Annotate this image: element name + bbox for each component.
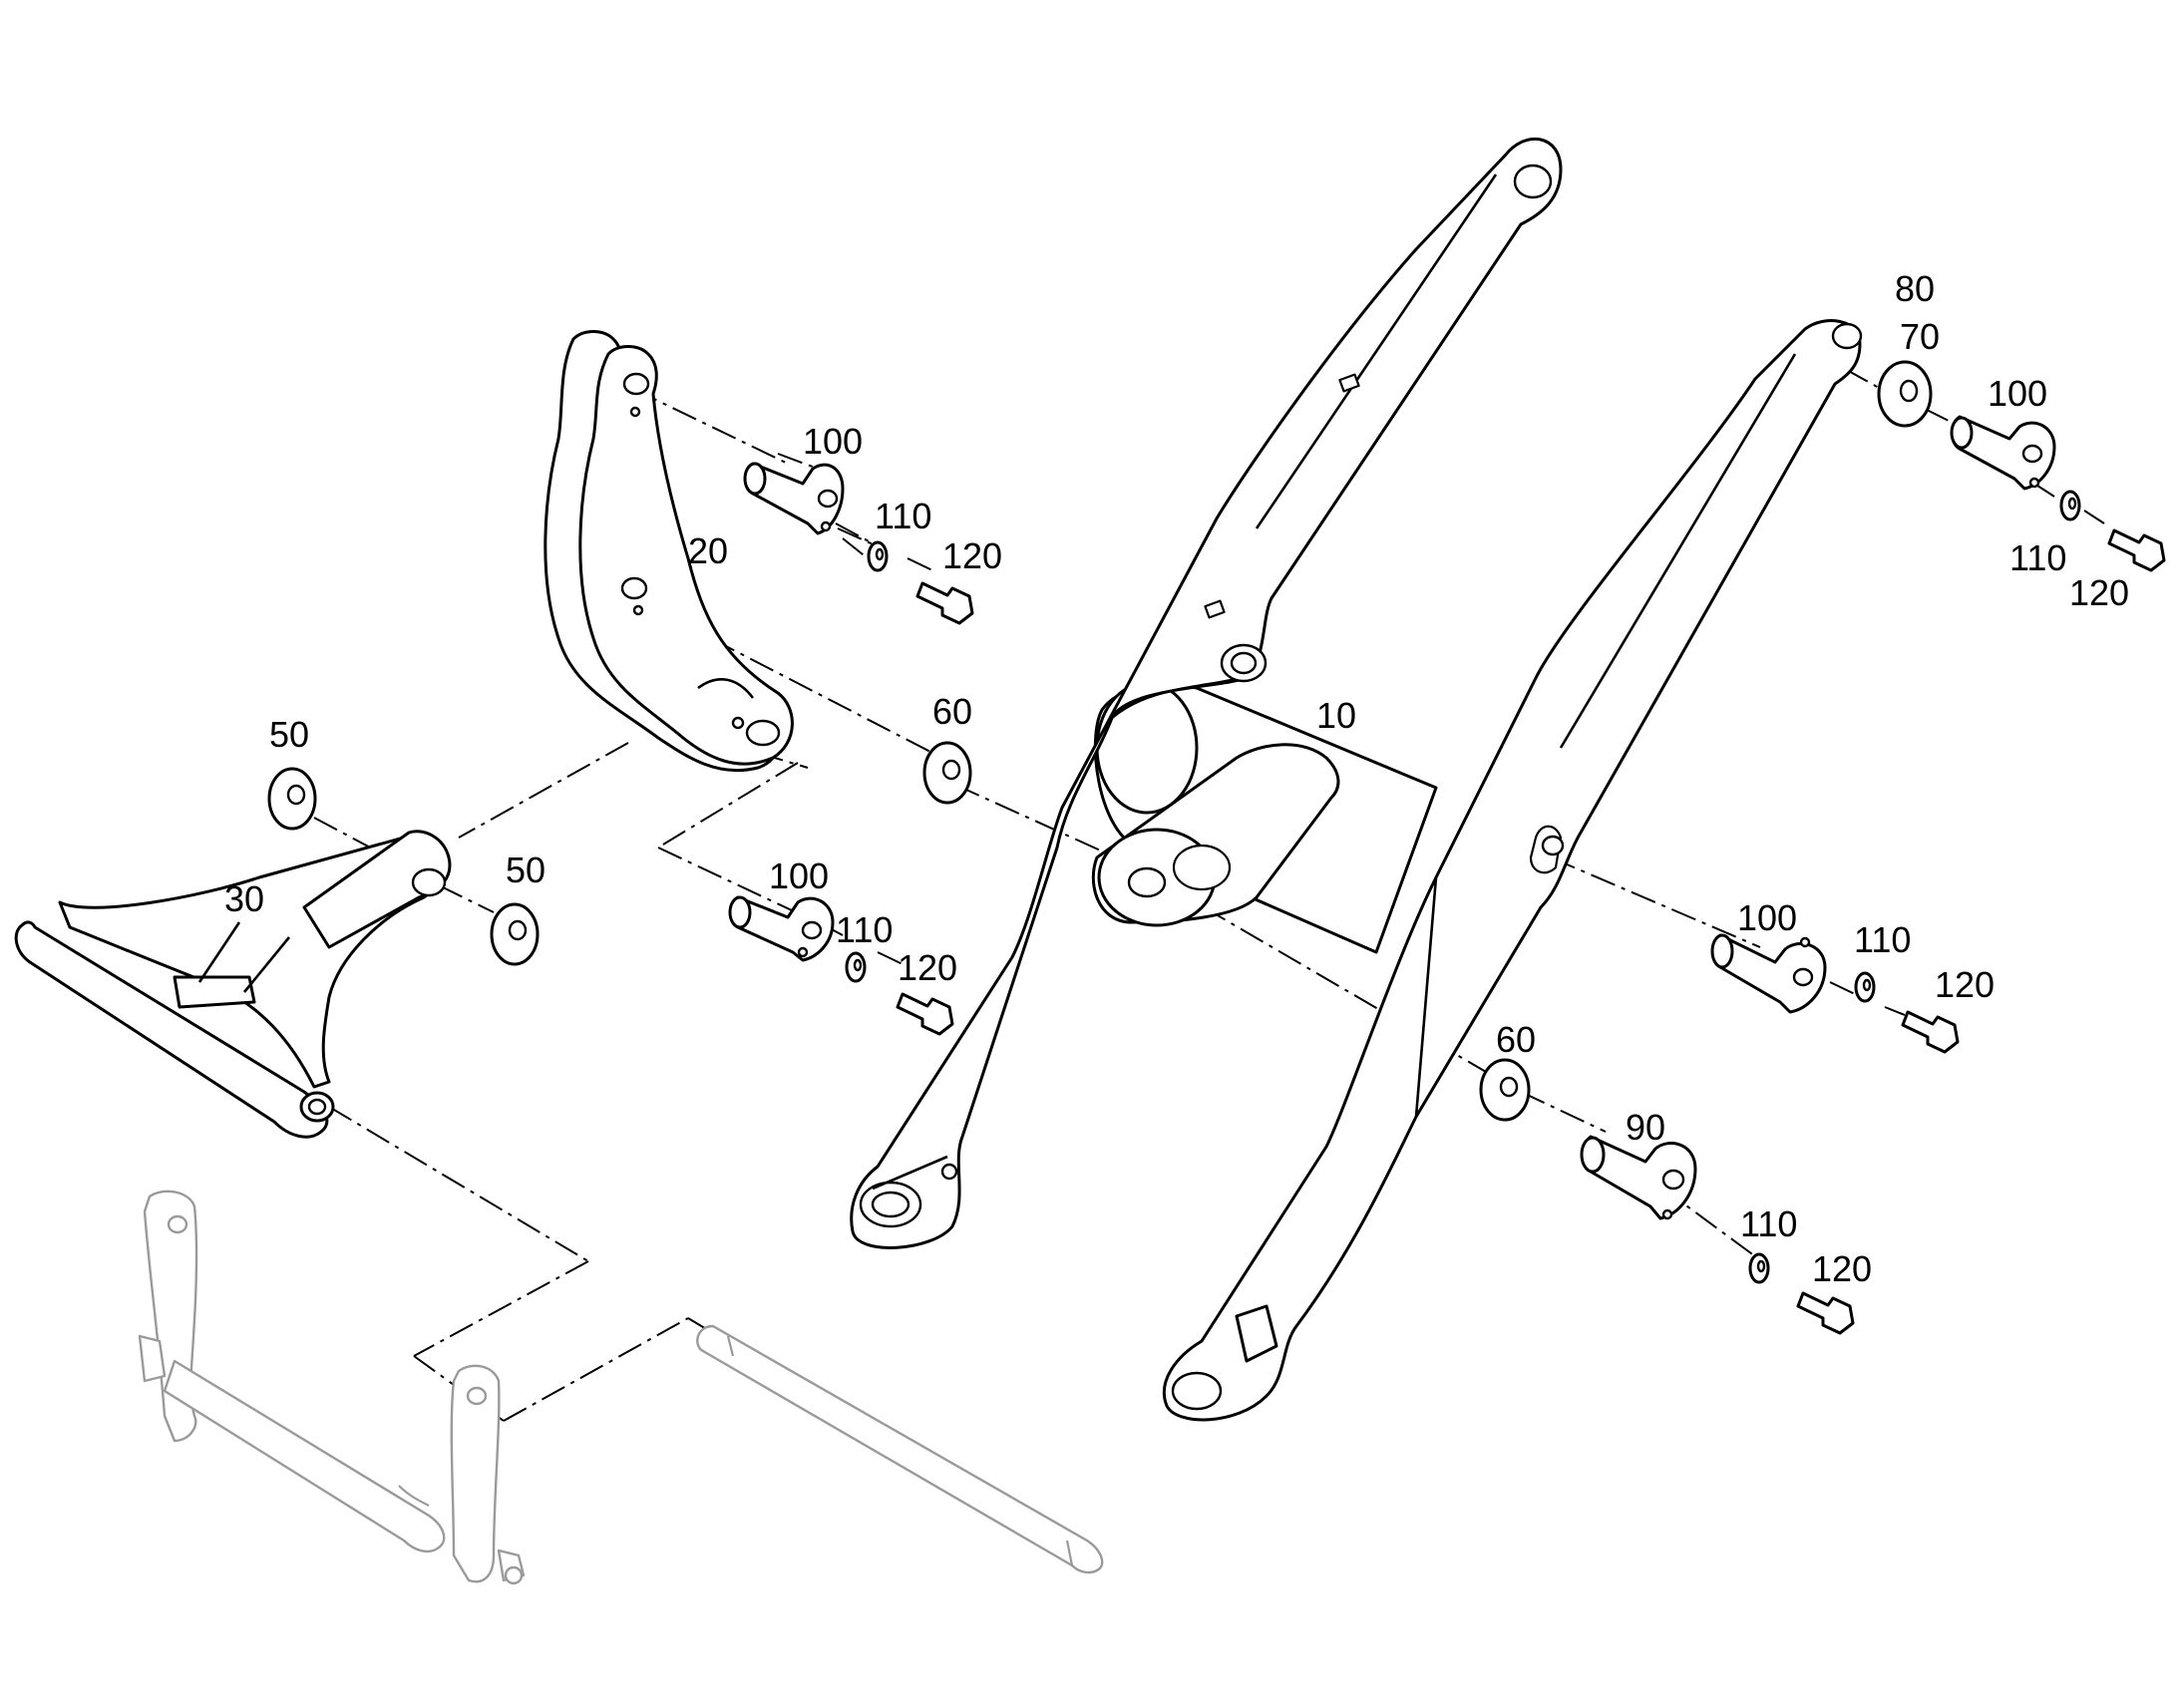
- callout-80: 80: [1895, 268, 1935, 309]
- callout-10: 10: [1316, 695, 1356, 736]
- callout-110-upper-left: 110: [875, 496, 931, 536]
- callout-110-lower-left: 110: [836, 909, 893, 950]
- callout-110-upper-right: 110: [2009, 537, 2066, 578]
- callout-120-bottom: 120: [1812, 1248, 1872, 1289]
- callout-120-upper-right: 120: [2069, 572, 2129, 613]
- callout-110-right: 110: [1854, 919, 1911, 960]
- washers: [267, 360, 1933, 1122]
- callout-110-bottom: 110: [1740, 1203, 1797, 1244]
- reference-axle-assembly: [138, 1190, 1104, 1585]
- callout-100-upper-right: 100: [1988, 373, 2047, 414]
- callout-120-right: 120: [1935, 964, 1995, 1005]
- callout-120-lower-left: 120: [898, 947, 957, 988]
- callout-50-left: 50: [269, 714, 309, 755]
- callout-100-upper-left: 100: [803, 421, 863, 462]
- callout-labels: 10 20 30 50 50 60 60 80 70 90 100 100 10…: [224, 268, 2129, 1289]
- callout-50-right: 50: [506, 850, 545, 890]
- callout-60-upper: 60: [932, 691, 972, 732]
- callout-90: 90: [1626, 1107, 1665, 1148]
- washers-110: [845, 490, 2081, 1284]
- callout-20: 20: [688, 530, 728, 571]
- pins: [728, 415, 2056, 1220]
- callout-120-upper-left: 120: [942, 535, 1002, 576]
- callout-100-right: 100: [1737, 897, 1797, 938]
- bolts-120: [896, 528, 2166, 1335]
- lift-arm-frame-10: [850, 138, 1863, 1422]
- bracket-20: [544, 330, 794, 773]
- callout-70: 70: [1900, 316, 1940, 357]
- callout-30: 30: [224, 878, 264, 919]
- crossbar-30: [14, 830, 452, 1139]
- callout-100-lower-left: 100: [769, 855, 829, 896]
- callout-60-lower: 60: [1496, 1019, 1536, 1060]
